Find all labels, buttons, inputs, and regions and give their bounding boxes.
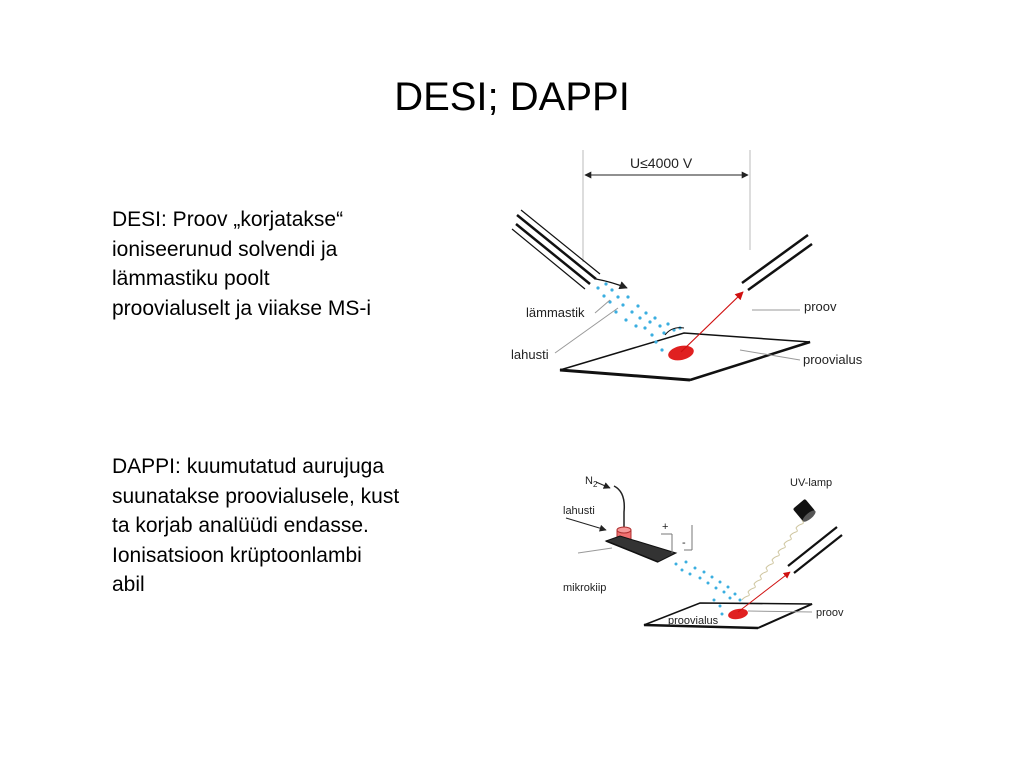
dappi-n2-text: N [585,475,593,487]
dappi-description: DAPPI: kuumutatud aurujuga suunatakse pr… [112,452,442,600]
desi-nitrogen-leader [594,299,611,314]
dappi-line: DAPPI: kuumutatud aurujuga [112,455,384,478]
dappi-line: abil [112,573,145,596]
desi-voltage-label: U≤4000 V [630,155,693,171]
dappi-plus-label: + [662,521,668,533]
desi-surface-label: proovialus [803,352,863,367]
dappi-minus-label: - [682,537,686,549]
dappi-sample-spot [728,608,748,620]
dappi-solvent-label: lahusti [563,505,595,517]
dappi-sample-label: proov [816,607,844,619]
dappi-line: suunatakse proovialusele, kust [112,484,400,508]
desi-line: proovialuselt ja viiakse MS-i [112,296,372,320]
desi-line: lämmastiku poolt [112,267,270,290]
dappi-line: ta korjab analüüdi endasse. [112,514,369,537]
desi-line: DESI: Proov „korjatakse“ [112,208,344,231]
desi-line: ioniseerunud solvendi ja [112,237,338,261]
desi-nitrogen-flow [595,278,628,290]
dappi-ms-inlet [787,526,843,574]
dappi-ion-path [737,571,791,613]
dappi-uv-lamp [793,499,816,522]
dappi-diagram: N2 + - lahusti mikrokiip [563,475,844,630]
desi-solvent-leader [554,307,619,354]
desi-ion-path [680,291,744,353]
dappi-microchip [604,535,678,563]
desi-gas-deflection [664,327,685,336]
dappi-vapor-jet [674,560,742,616]
desi-sample-label: proov [804,299,837,314]
dappi-surface-label: proovialus [668,615,719,627]
dappi-solvent-arrow [565,517,607,532]
dappi-line: Ionisatsioon krüptoonlambi [112,543,362,567]
dappi-gas-tube [613,485,626,530]
dappi-microchip-leader [577,547,613,554]
desi-surface-leader [739,349,801,361]
desi-sample-spot [668,345,694,361]
dappi-n2-arrow [595,481,611,489]
desi-ms-inlet [741,233,813,292]
desi-description: DESI: Proov „korjatakse“ ioniseerunud so… [112,205,442,323]
dappi-n2-subscript: 2 [593,480,598,489]
desi-nitrogen-label: lämmastik [526,305,585,320]
slide-title: DESI; DAPPI [394,75,630,119]
dappi-uv-beam [741,519,804,601]
desi-diagram: U≤4000 V [511,150,863,382]
desi-sprayer [511,209,628,290]
dappi-n2-label: N2 [585,475,598,489]
dappi-microchip-label: mikrokiip [563,582,606,594]
desi-solvent-label: lahusti [511,347,549,362]
dappi-uv-lamp-label: UV-lamp [790,477,832,489]
dappi-sample-leader [747,610,813,613]
